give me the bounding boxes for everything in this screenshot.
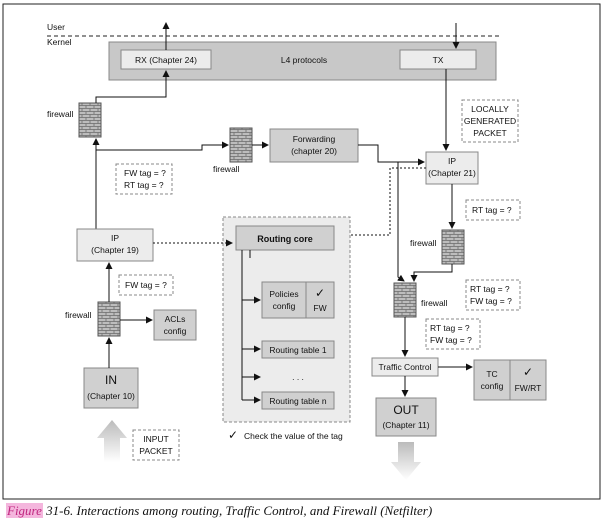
locally-line-2: GENERATED — [464, 116, 516, 126]
locally-line-1: LOCALLY — [471, 104, 509, 114]
tag-rt-query: RT tag = ? — [124, 180, 164, 190]
routing-table-1-label: Routing table 1 — [269, 345, 326, 355]
routing-table-n-box — [261, 391, 335, 410]
out-chapter-label: (Chapter 11) — [382, 420, 429, 430]
policies-config-box — [261, 281, 335, 319]
policies-line-2: config — [273, 301, 296, 311]
tag-fw-query: FW tag = ? — [124, 168, 166, 178]
firewall-icon — [229, 127, 253, 163]
tag-box-fw — [118, 274, 174, 296]
check-icon: ✓ — [228, 428, 238, 442]
acls-line-1: ACLs — [165, 314, 186, 324]
tag-rt-query-3: RT tag = ? — [430, 323, 470, 333]
input-arrow-icon — [97, 420, 127, 462]
policies-line-1: Policies — [269, 289, 298, 299]
ip19-line-1: IP — [111, 233, 119, 243]
check-icon: ✓ — [315, 286, 325, 300]
tag-rt-query-2: RT tag = ? — [470, 284, 510, 294]
kernel-label: Kernel — [47, 37, 72, 47]
forwarding-to-lower-firewall-arrow — [378, 161, 405, 282]
tc-line-2: config — [481, 381, 504, 391]
firewall-to-firewall-arrow — [410, 264, 453, 282]
ip19-box — [76, 228, 154, 262]
routing-table-1-box — [261, 340, 335, 359]
l4-protocols-label: L4 protocols — [281, 55, 327, 65]
tag-fw-query-3: FW tag = ? — [430, 335, 472, 345]
input-packet-line-2: PACKET — [139, 446, 172, 456]
rx-label: RX (Chapter 24) — [135, 55, 197, 65]
tag-box-rt-fw-lower — [425, 318, 481, 350]
input-packet-box — [132, 429, 180, 461]
fw-rt-label: FW/RT — [515, 383, 542, 393]
tc-line-1: TC — [486, 369, 497, 379]
locally-line-3: PACKET — [473, 128, 506, 138]
routing-core-box — [235, 225, 335, 251]
figure-caption-text: 31-6. Interactions among routing, Traffi… — [42, 503, 433, 518]
routing-table-n-label: Routing table n — [269, 396, 326, 406]
firewall-label-left-lower: firewall — [65, 310, 92, 320]
acls-line-2: config — [164, 326, 187, 336]
firewall-icon — [97, 301, 121, 337]
forwarding-line-2: (chapter 20) — [291, 146, 337, 156]
check-icon: ✓ — [523, 365, 533, 379]
ip19-line-2: (Chapter 19) — [91, 245, 139, 255]
acls-config-box — [153, 309, 197, 341]
netfilter-diagram: User Kernel RX (Chapter 24) L4 protocols… — [2, 3, 601, 500]
tag-box-fw-rt — [115, 163, 173, 195]
check-legend-label: Check the value of the tag — [244, 431, 343, 441]
ip21-line-2: (Chapter 21) — [428, 168, 476, 178]
traffic-control-label: Traffic Control — [379, 362, 432, 372]
figure-caption-prefix: Figure — [6, 503, 43, 518]
firewall-label-right-lower: firewall — [421, 298, 448, 308]
locally-generated-packet-box — [461, 99, 519, 143]
forwarding-line-1: Forwarding — [293, 134, 336, 144]
routing-core-label: Routing core — [257, 234, 313, 244]
firewall-icon — [441, 229, 465, 265]
user-label: User — [47, 22, 65, 32]
forwarding-box — [269, 128, 359, 163]
output-arrow-icon — [391, 442, 421, 480]
ip21-to-routing-core-lookup — [337, 167, 426, 239]
firewall-icon — [78, 102, 102, 138]
tag-rt-query-right: RT tag = ? — [472, 205, 512, 215]
forwarding-to-ip21-arrow — [358, 144, 425, 166]
in-box — [83, 367, 139, 409]
in-label: IN — [105, 373, 117, 387]
out-box — [375, 397, 437, 437]
firewall-icon — [393, 282, 417, 318]
tx-label: TX — [433, 55, 444, 65]
firewall-label-forwarding: firewall — [213, 164, 240, 174]
tag-fw-query-left: FW tag = ? — [125, 280, 167, 290]
out-label: OUT — [393, 403, 419, 417]
firewall-to-rx-arrow — [95, 70, 170, 103]
routing-tables-ellipsis: . . . — [292, 372, 304, 382]
tag-fw-query-2: FW tag = ? — [470, 296, 512, 306]
routing-core-container — [222, 216, 351, 423]
tag-box-rt — [465, 199, 521, 221]
input-packet-line-1: INPUT — [143, 434, 169, 444]
firewall-label-right-upper: firewall — [410, 238, 437, 248]
tx-box — [399, 49, 477, 70]
in-chapter-label: (Chapter 10) — [87, 391, 135, 401]
tag-box-rt-fw — [465, 279, 521, 311]
ip21-line-1: IP — [448, 156, 456, 166]
firewall-label-left-top: firewall — [47, 109, 74, 119]
fw-label: FW — [313, 303, 326, 313]
figure-caption: Figure 31-6. Interactions among routing,… — [6, 503, 432, 519]
